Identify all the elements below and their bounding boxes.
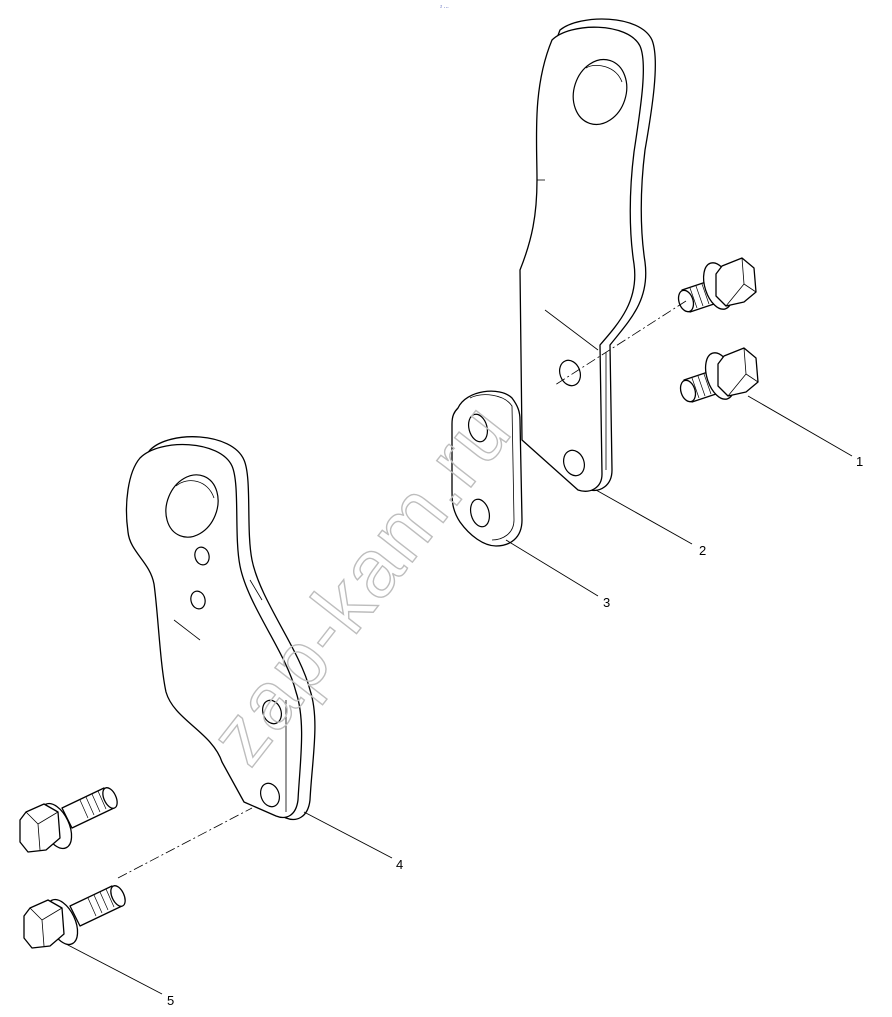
leader-1 (747, 395, 853, 457)
link-plate-part-3 (451, 390, 523, 547)
bolt-upper-a (677, 257, 757, 313)
bolt-upper-b (679, 347, 759, 403)
callout-1: 1 (856, 454, 863, 469)
upper-bracket-part-2 (519, 18, 656, 492)
leader-3 (505, 539, 599, 597)
lower-bracket-part-4 (125, 436, 316, 821)
top-mark: ⁲ ∙∙∙ (440, 4, 449, 11)
leader-4 (303, 811, 393, 859)
bolt-lower-a (19, 787, 118, 853)
callout-4: 4 (396, 857, 403, 872)
callout-3: 3 (603, 595, 610, 610)
bolt-lower-b (23, 885, 126, 949)
centerline-upper (554, 300, 687, 386)
leader-5 (65, 943, 163, 995)
centerline-lower (117, 807, 253, 879)
callout-5: 5 (167, 993, 174, 1008)
callout-2: 2 (699, 543, 706, 558)
leader-2 (595, 489, 693, 545)
